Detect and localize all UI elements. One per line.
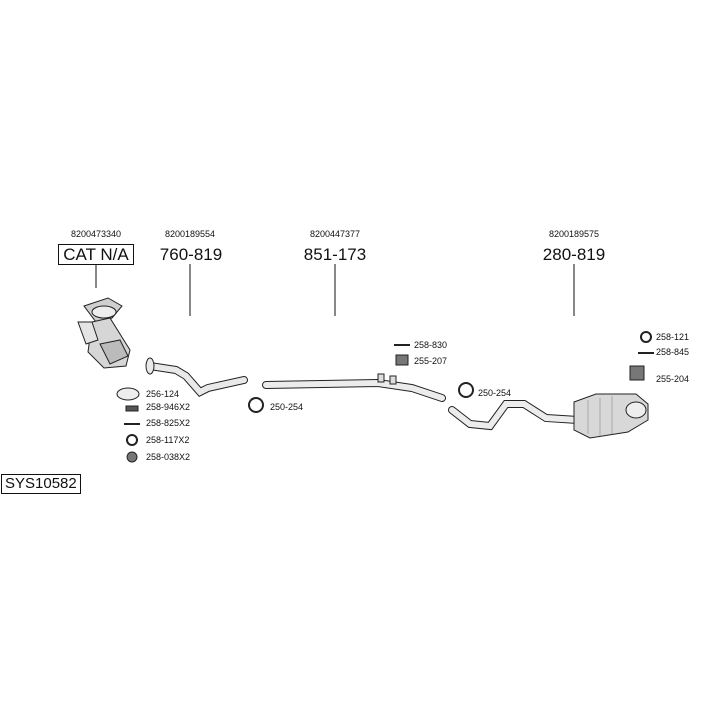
fitting-gasket-front: 256-124 [146,389,180,399]
system-id-label: SYS10582 [1,474,81,494]
part-number-middle-pipe: 851-173 [303,245,367,264]
fitting-stud-front: 258-946X2 [146,402,191,412]
rubber-mount-icon-rear [629,365,645,381]
clamp-icon-2 [458,382,474,398]
part-number-cat: CAT N/A [36,244,156,265]
oem-number-middle-pipe: 8200447377 [309,229,361,239]
middle-pipe-drawing [262,373,446,402]
ring-icon [126,434,138,446]
part-number-front-pipe: 760-819 [159,245,223,264]
fitting-clamp-1: 250-254 [270,402,304,412]
part-number-cat-label: CAT N/A [58,244,134,265]
nut-icon [126,451,138,463]
clamp-icon-1 [248,397,264,413]
rubber-mount-icon-mid [395,354,409,366]
oem-number-cat: 8200473340 [70,229,122,239]
fitting-bolt-front: 258-825X2 [146,418,191,428]
fitting-ring-front: 258-117X2 [146,435,190,445]
stud-icon [125,405,139,412]
fitting-bolt-rear: 258-845 [656,347,690,357]
oem-number-rear-silencer: 8200189575 [548,229,600,239]
fitting-clamp-2: 250-254 [478,388,512,398]
catalytic-converter-drawing [77,297,131,369]
gasket-icon [116,387,140,401]
oem-number-front-pipe: 8200189554 [164,229,216,239]
fitting-mount-rear: 255-204 [656,374,690,384]
fitting-bolt-mid: 258-830 [414,340,448,350]
fitting-mount-mid: 255-207 [414,356,448,366]
fitting-nut-front: 258-038X2 [146,452,191,462]
fitting-ring-rear: 258-121 [656,332,690,342]
part-number-rear-silencer: 280-819 [542,245,606,264]
front-pipe-drawing [145,357,248,397]
rear-silencer-drawing [448,393,649,439]
ring-icon-rear [640,331,652,343]
